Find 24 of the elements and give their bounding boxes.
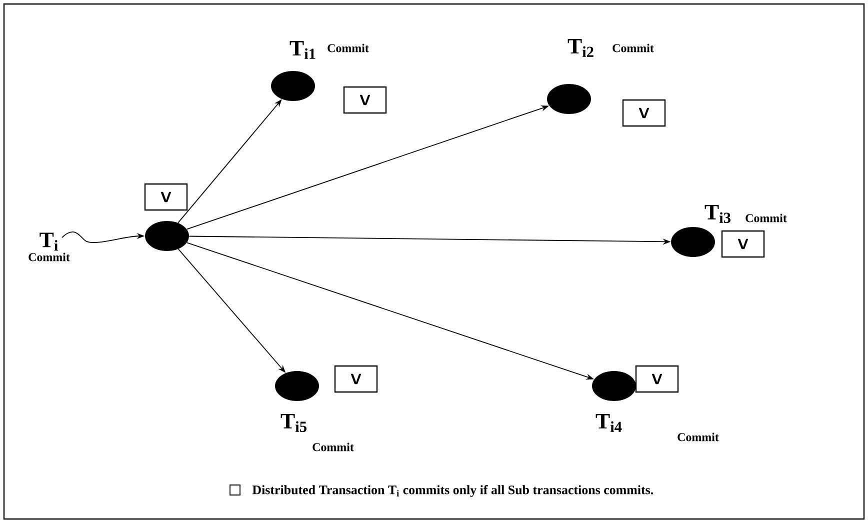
status-label: Commit: [312, 442, 354, 452]
node-name: T$_{i3}$: [704, 204, 730, 224]
ellipse-node: [145, 221, 189, 251]
ellipse-node: [275, 371, 319, 401]
status-label: Commit: [328, 44, 369, 52]
ellipse-node: [547, 84, 591, 114]
node-name: T$_{i4}$: [596, 414, 622, 432]
status-label: Commit: [678, 432, 719, 442]
value-box: V: [635, 365, 679, 393]
value-box: V: [343, 86, 387, 114]
ellipse-node: [592, 371, 636, 401]
value-box: V: [622, 99, 666, 127]
node-name: T$_{i2}$: [568, 39, 594, 57]
ellipse-node: [271, 71, 315, 101]
ellipse-node: [671, 227, 715, 257]
status-label: Commit: [746, 214, 787, 222]
footnote: Distributed Transaction T$_{i}$ commits only if all Sub transactions commits.: [252, 485, 654, 497]
status-label: Commit: [612, 44, 654, 52]
node-label: T$_{i}$ Commit: [28, 232, 70, 262]
value-box: V: [721, 230, 765, 258]
value-box: V: [144, 183, 188, 211]
node-name: T$_{i5}$: [280, 414, 306, 432]
value-box: V: [334, 365, 378, 393]
node-name: T$_{i1}$: [290, 41, 316, 59]
